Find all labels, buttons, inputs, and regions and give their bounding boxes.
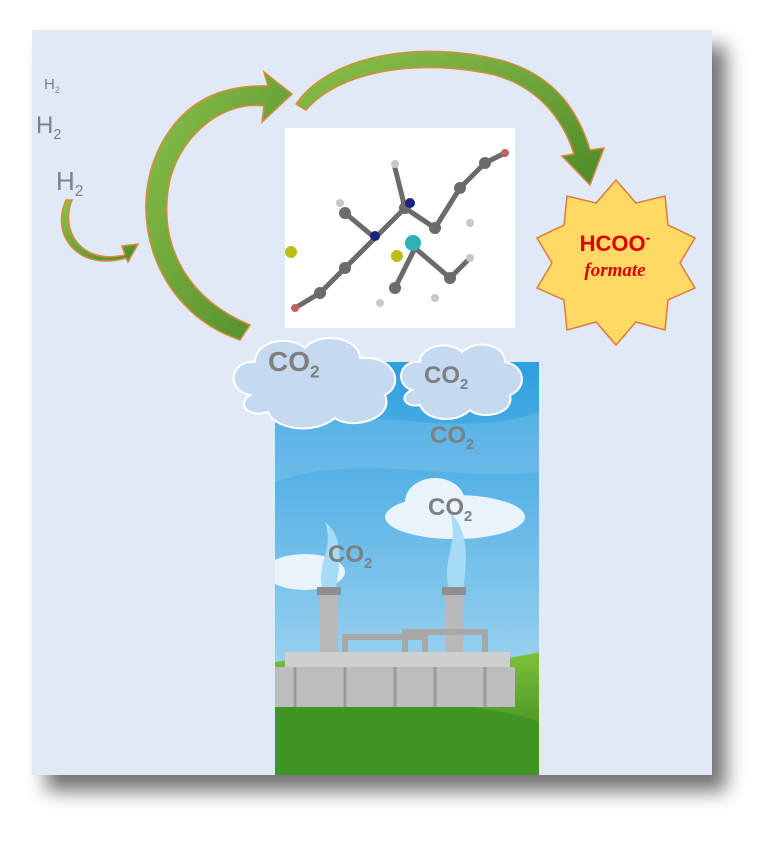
product-name: formate xyxy=(584,260,646,282)
factory-icon xyxy=(275,362,539,775)
product-formula: HCOO- xyxy=(579,230,651,257)
hydrogen-label: H2 xyxy=(44,76,60,95)
hydrogen-label: H2 xyxy=(56,166,84,201)
product-arrow-icon xyxy=(294,50,606,187)
product-label: HCOO- formate xyxy=(540,230,690,282)
factory-scene xyxy=(275,362,539,775)
hydrogen-label: H2 xyxy=(36,112,62,143)
co2-label: CO2 xyxy=(430,422,475,453)
smoke-icon xyxy=(321,522,340,592)
hydrogen-arrow-icon xyxy=(60,199,140,264)
co2-uptake-arrow-icon xyxy=(145,69,294,341)
co2-label: CO2 xyxy=(424,362,469,393)
cloud-icon xyxy=(232,336,397,430)
co2-label: CO2 xyxy=(268,346,320,382)
cloud-icon xyxy=(400,343,523,421)
smoke-icon xyxy=(447,512,466,592)
catalyst-molecule-image xyxy=(285,128,515,328)
co2-label: CO2 xyxy=(428,494,473,525)
catalyst-molecule-icon xyxy=(285,149,509,312)
co2-label: CO2 xyxy=(328,541,373,572)
starburst-icon xyxy=(535,178,697,347)
